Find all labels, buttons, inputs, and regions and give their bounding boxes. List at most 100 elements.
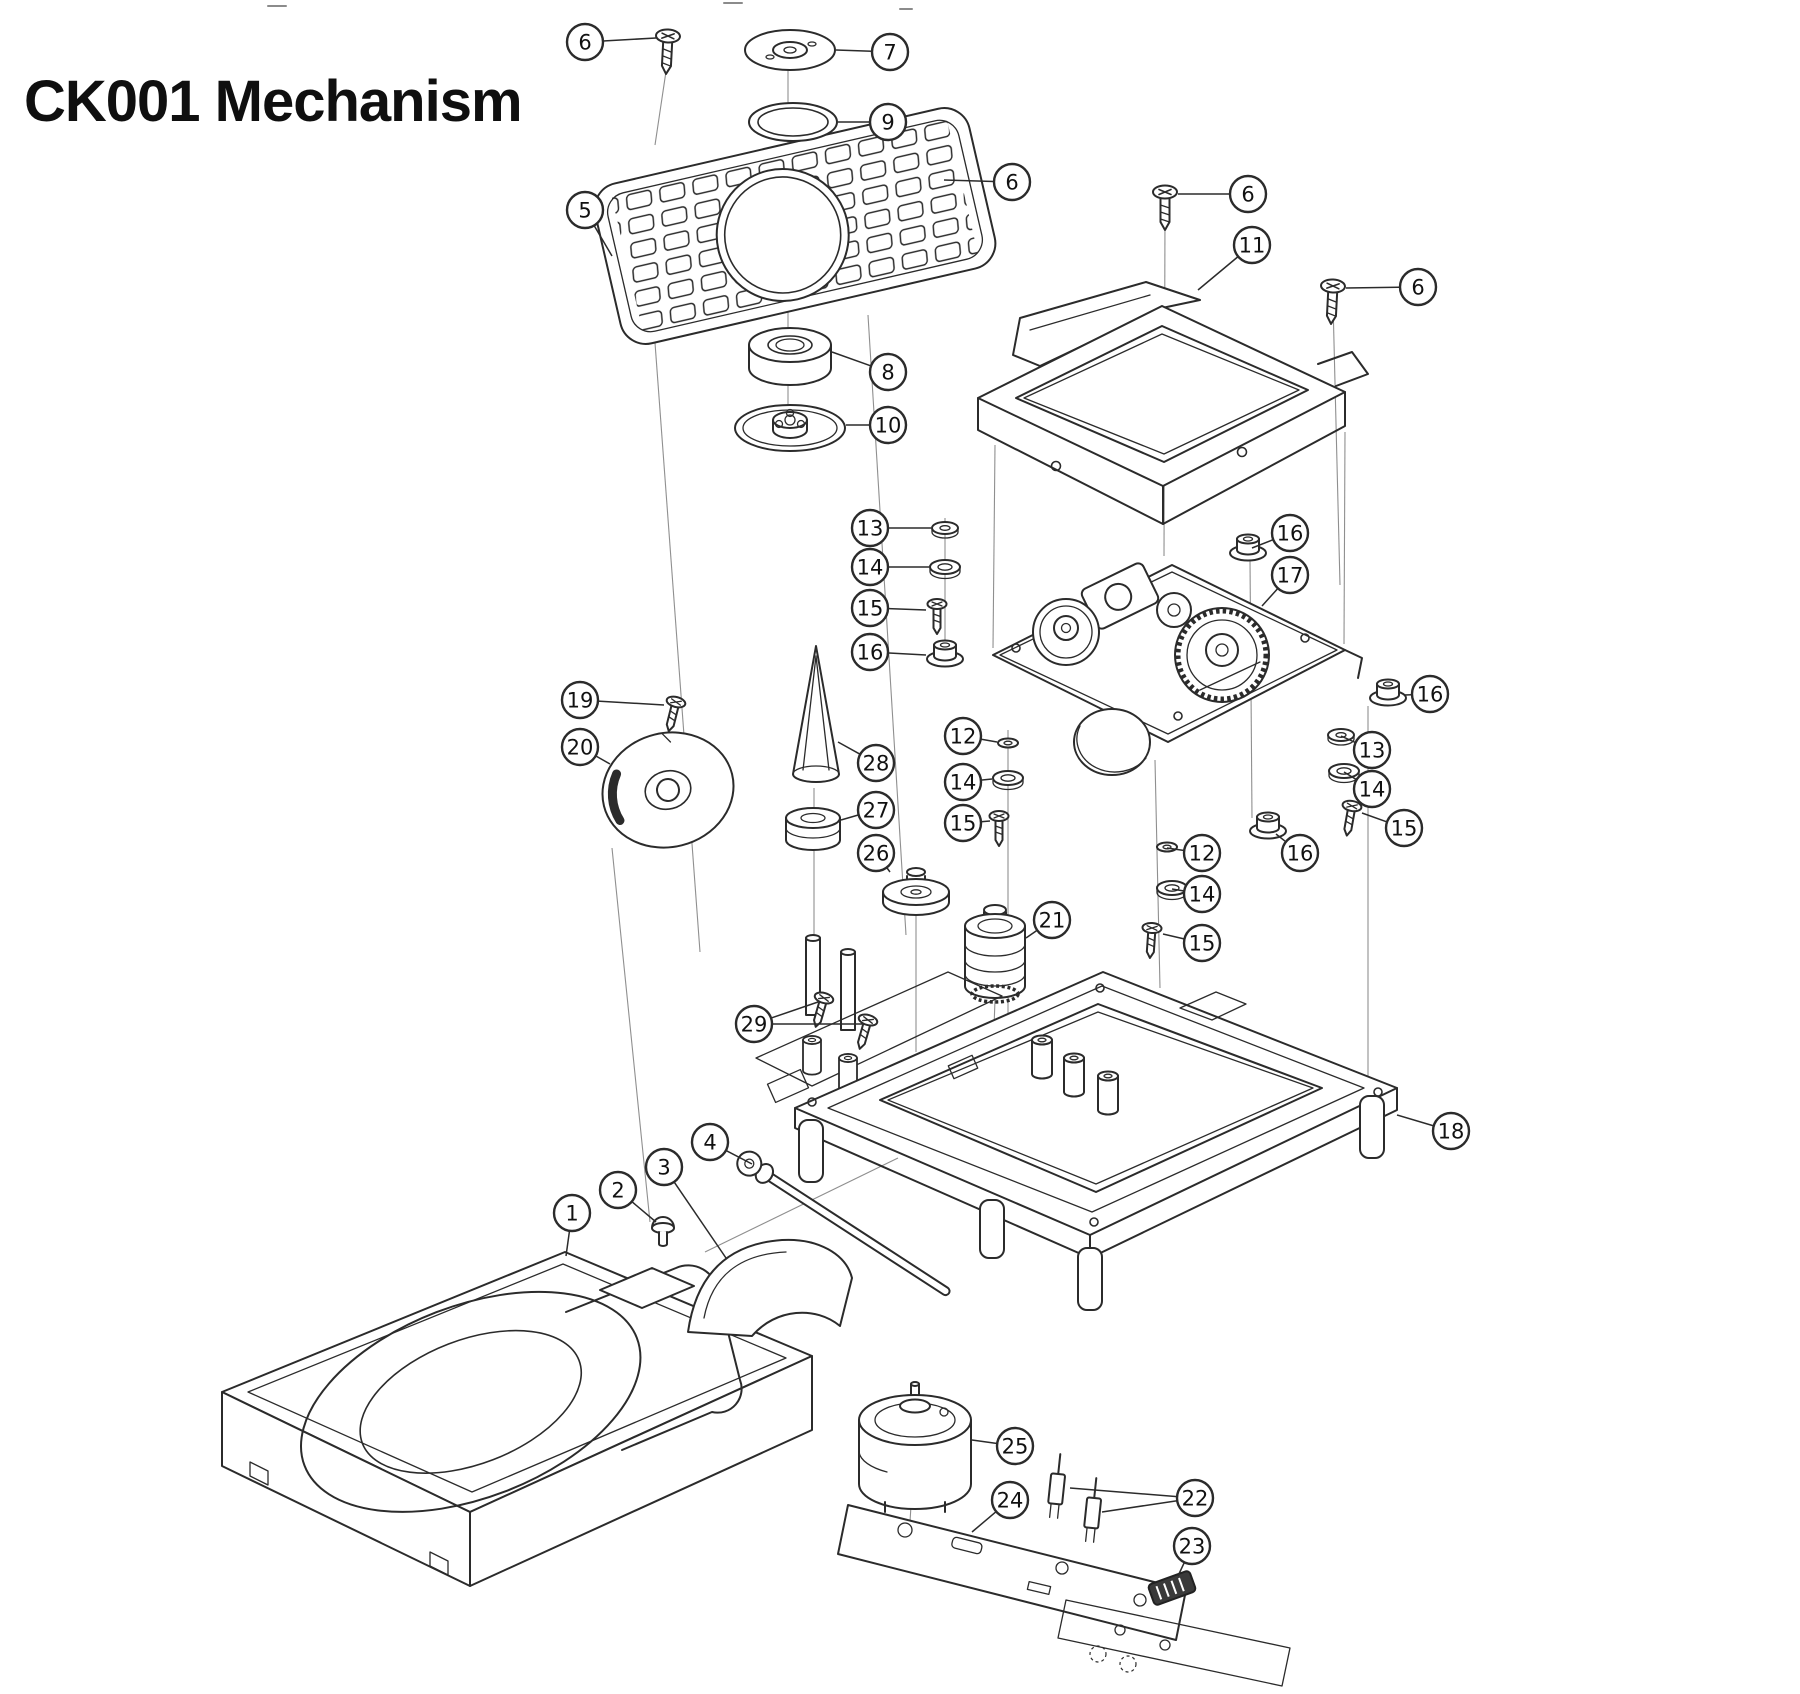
leader-line xyxy=(837,741,861,755)
part-8-spacer xyxy=(748,327,832,386)
callout-14: 14 xyxy=(943,762,993,802)
callout-15: 15 xyxy=(850,588,927,628)
part-5-top-cover xyxy=(593,107,997,345)
leader-line xyxy=(971,1439,998,1445)
callout-number: 22 xyxy=(1182,1487,1209,1511)
callout-bubble xyxy=(560,727,600,767)
part-10-clamper-base xyxy=(734,404,846,452)
leader-line xyxy=(1069,1487,1178,1498)
leader-line xyxy=(1177,1561,1186,1577)
callout-number: 8 xyxy=(881,361,894,385)
callout-bubble xyxy=(943,716,983,756)
callout-bubble xyxy=(552,1193,592,1233)
callout-14: 14 xyxy=(850,547,929,587)
callout-23: 23 xyxy=(1172,1526,1212,1577)
scan-artifacts xyxy=(267,2,913,10)
callout-number: 15 xyxy=(950,812,977,836)
leader-line xyxy=(835,49,873,53)
leader-line xyxy=(980,778,993,781)
callout-6: 6 xyxy=(943,162,1032,202)
leader-line xyxy=(887,652,927,656)
callout-bubble xyxy=(870,32,910,72)
callout-6: 6 xyxy=(565,22,657,62)
callout-number: 24 xyxy=(997,1489,1024,1513)
callout-17: 17 xyxy=(1261,555,1310,607)
callout-number: 27 xyxy=(863,799,890,823)
callout-number: 16 xyxy=(857,641,884,665)
callout-number: 4 xyxy=(703,1131,716,1155)
callout-number: 16 xyxy=(1287,842,1314,866)
callout-bubble xyxy=(943,803,983,843)
callout-number: 6 xyxy=(578,31,591,55)
leader-line xyxy=(1171,888,1185,892)
callout-28: 28 xyxy=(837,741,896,783)
callout-bubble xyxy=(1398,267,1438,307)
callout-13: 13 xyxy=(850,508,931,548)
callout-number: 5 xyxy=(578,199,591,223)
callout-number: 14 xyxy=(950,771,977,795)
callout-11: 11 xyxy=(1197,225,1272,291)
callout-bubble xyxy=(1228,174,1268,214)
callout-14: 14 xyxy=(1171,874,1222,914)
callout-bubble xyxy=(1032,900,1072,940)
callout-27: 27 xyxy=(840,790,896,830)
leader-line xyxy=(887,607,927,611)
callout-bubble xyxy=(850,508,890,548)
leader-line xyxy=(597,700,665,706)
callout-number: 21 xyxy=(1039,909,1066,933)
callout-3: 3 xyxy=(644,1147,727,1259)
callout-bubble xyxy=(1182,923,1222,963)
part-3-cover xyxy=(687,1238,853,1337)
leader-line xyxy=(840,814,859,821)
leader-line xyxy=(1343,771,1357,781)
callout-bubble xyxy=(850,632,890,672)
callout-number: 13 xyxy=(1359,739,1386,763)
part-11-clamp-frame xyxy=(977,281,1369,525)
leader-line xyxy=(1162,933,1185,940)
callout-bubble xyxy=(1270,555,1310,595)
callout-29: 29 xyxy=(734,1001,862,1044)
callout-number: 6 xyxy=(1005,171,1018,195)
leader-line xyxy=(593,225,613,257)
callout-2: 2 xyxy=(598,1170,657,1223)
leader-line xyxy=(673,1181,727,1259)
callout-10: 10 xyxy=(846,405,908,445)
callout-bubble xyxy=(1384,808,1424,848)
callout-bubble xyxy=(565,22,605,62)
callout-bubble xyxy=(1232,225,1272,265)
callout-16: 16 xyxy=(1275,833,1320,873)
callout-number: 11 xyxy=(1239,234,1266,258)
callout-number: 3 xyxy=(657,1156,670,1180)
leader-line xyxy=(1166,847,1185,852)
part-23-connector xyxy=(1147,1570,1197,1606)
callout-number: 12 xyxy=(950,725,977,749)
callout-24: 24 xyxy=(971,1480,1030,1533)
part-21-cam-gear xyxy=(964,904,1026,1004)
callout-number: 16 xyxy=(1277,522,1304,546)
callout-bubble xyxy=(943,762,983,802)
callout-number: 9 xyxy=(881,111,894,135)
callout-number: 18 xyxy=(1438,1120,1465,1144)
callout-15: 15 xyxy=(943,803,991,843)
leader-line xyxy=(831,351,872,367)
callout-6: 6 xyxy=(1178,174,1268,214)
part-28-cone xyxy=(792,645,840,783)
callout-bubble xyxy=(690,1122,730,1162)
part-9-ring xyxy=(748,102,838,142)
leader-line xyxy=(1261,587,1279,607)
part-2-stud xyxy=(651,1216,675,1247)
callout-16: 16 xyxy=(850,632,927,672)
diagram-title: CK001 Mechanism xyxy=(24,69,523,134)
leader-line xyxy=(1197,255,1239,291)
callout-21: 21 xyxy=(1025,900,1072,940)
callout-bubble xyxy=(868,102,908,142)
leader-line xyxy=(1345,286,1401,289)
callout-bubble xyxy=(856,833,896,873)
leader-line xyxy=(770,1001,819,1019)
leader-line xyxy=(971,1511,997,1533)
leader-line xyxy=(1361,812,1388,823)
callout-number: 20 xyxy=(567,736,594,760)
callout-15: 15 xyxy=(1162,923,1222,963)
callout-bubble xyxy=(1352,769,1392,809)
